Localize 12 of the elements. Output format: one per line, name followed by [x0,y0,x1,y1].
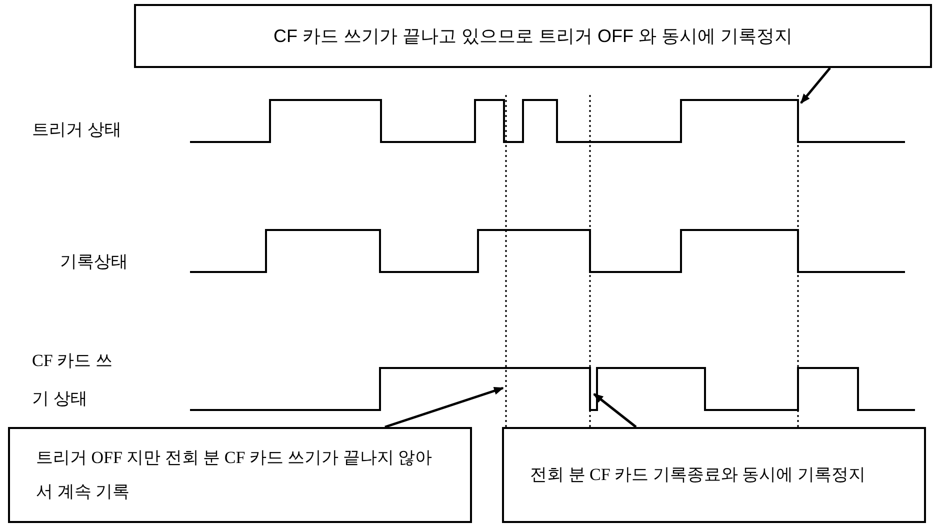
callout-text: 전회 분 CF 카드 기록종료와 동시에 기록정지 [530,464,866,486]
leader-arrow [593,393,637,428]
leader-arrow [800,67,831,104]
signal-name: 기록상태 [60,251,129,273]
leader-arrow [384,386,504,428]
callout-text: 트리거 OFF 지만 전회 분 CF 카드 쓰기가 끝나지 않아서 계속 기록 [36,447,434,503]
signal-name: 트리거 상태 [32,119,122,141]
callout-box [502,427,926,523]
signal-name: CF 카드 쓰기 상태 [32,350,114,410]
callout-box [134,4,932,68]
callout-box [8,427,472,523]
callout-text: CF 카드 쓰기가 끝나고 있으므로 트리거 OFF 와 동시에 기록정지 [274,25,792,48]
